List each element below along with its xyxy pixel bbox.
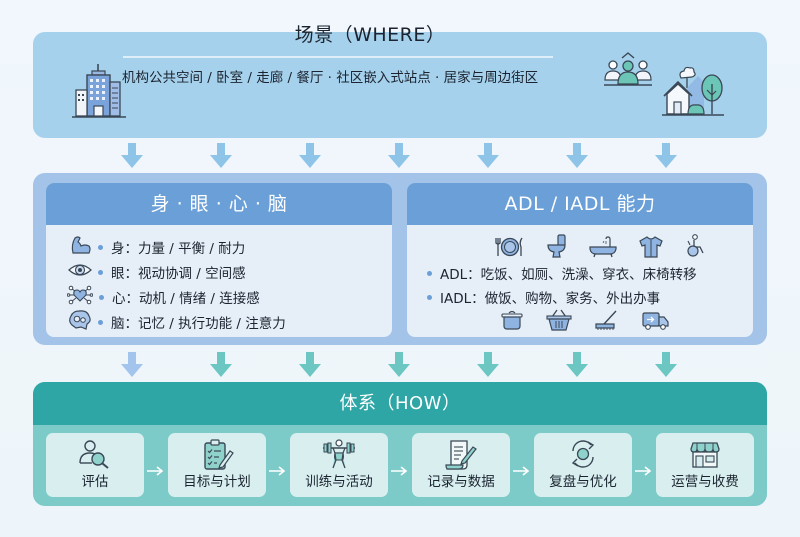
weightlifter-icon xyxy=(321,439,357,473)
network-heart-icon xyxy=(66,284,94,310)
shopping-basket-icon xyxy=(546,309,572,335)
bullet xyxy=(427,270,432,276)
cooking-pot-icon xyxy=(500,309,524,335)
down-arrow-icon xyxy=(566,352,588,378)
down-arrow-icon xyxy=(388,352,410,378)
list-item: 脑：记忆 / 执行功能 / 注意力 xyxy=(68,309,286,335)
down-arrow-icon xyxy=(388,143,410,169)
list-item: 心：动机 / 情绪 / 连接感 xyxy=(66,284,260,310)
right-arrow-icon xyxy=(391,461,409,476)
adl-list-item: ADL：吃饭、如厕、洗澡、穿衣、床椅转移 xyxy=(421,263,697,283)
dining-plate-icon xyxy=(495,236,525,262)
broom-icon xyxy=(594,309,620,335)
item-label: 心：动机 / 情绪 / 连接感 xyxy=(112,291,260,307)
where-divider xyxy=(123,56,553,58)
bullet xyxy=(98,319,103,325)
card-title: 身 · 眼 · 心 · 脑 xyxy=(46,183,392,225)
right-arrow-icon xyxy=(513,461,531,476)
down-arrow-icon xyxy=(299,352,321,378)
muscle-arm-icon xyxy=(70,235,92,259)
adl-iadl-card: ADL / IADL 能力 ADL：吃饭、如厕、洗澡、穿衣、床椅转移 IADL：… xyxy=(407,183,753,337)
step-training-activity[interactable]: 训练与活动 xyxy=(290,433,388,497)
storefront-icon xyxy=(689,439,721,473)
card-title: ADL / IADL 能力 xyxy=(407,183,753,225)
document-record-icon xyxy=(444,439,478,475)
item-label: 眼：视动协调 / 空间感 xyxy=(111,266,246,282)
step-label: 目标与计划 xyxy=(183,474,251,490)
clipboard-plan-icon xyxy=(200,439,234,475)
down-arrow-icon xyxy=(655,143,677,169)
down-arrow-icon xyxy=(121,352,143,378)
down-arrow-icon xyxy=(210,143,232,169)
shirt-icon xyxy=(639,236,663,262)
down-arrow-icon xyxy=(299,143,321,169)
down-arrow-icon xyxy=(210,352,232,378)
step-label: 训练与活动 xyxy=(305,474,373,490)
refresh-cycle-icon xyxy=(567,439,599,473)
step-label: 复盘与优化 xyxy=(549,474,617,490)
down-arrow-icon xyxy=(566,143,588,169)
brain-gears-icon xyxy=(68,309,92,335)
delivery-truck-icon xyxy=(642,311,670,335)
down-arrow-icon xyxy=(655,352,677,378)
office-building-icon xyxy=(72,62,126,124)
step-label: 评估 xyxy=(81,474,109,490)
list-item: 眼：视动协调 / 空间感 xyxy=(68,260,246,284)
down-arrow-icon xyxy=(477,143,499,169)
down-arrow-icon xyxy=(477,352,499,378)
step-goal-plan[interactable]: 目标与计划 xyxy=(168,433,266,497)
home-with-trees-icon xyxy=(660,64,726,124)
bullet xyxy=(427,294,432,300)
body-eye-heart-brain-card: 身 · 眼 · 心 · 脑 身：力量 / 平衡 / 耐力 眼：视动协调 / 空间… xyxy=(46,183,392,337)
item-label: 身：力量 / 平衡 / 耐力 xyxy=(111,241,246,257)
down-arrow-icon xyxy=(121,143,143,169)
eye-icon xyxy=(68,260,92,284)
where-title: 场景（WHERE） xyxy=(294,24,446,46)
bullet xyxy=(99,294,104,300)
how-title: 体系（HOW） xyxy=(33,382,767,425)
bathtub-icon xyxy=(589,236,617,262)
person-search-icon xyxy=(78,439,112,473)
adl-label: ADL：吃饭、如厕、洗澡、穿衣、床椅转移 xyxy=(440,267,697,283)
step-operations-billing[interactable]: 运营与收费 xyxy=(656,433,754,497)
toilet-icon xyxy=(547,234,567,262)
where-subtitle: 机构公共空间 / 卧室 / 走廊 / 餐厅 · 社区嵌入式站点 · 居家与周边街… xyxy=(122,70,539,86)
right-arrow-icon xyxy=(635,461,653,476)
community-people-icon xyxy=(603,50,653,94)
iadl-list-item: IADL：做饭、购物、家务、外出办事 xyxy=(421,287,660,307)
item-label: 脑：记忆 / 执行功能 / 注意力 xyxy=(111,316,286,332)
bullet xyxy=(98,244,103,250)
adl-icon-row xyxy=(495,234,707,262)
iadl-icon-row xyxy=(500,309,670,335)
list-item: 身：力量 / 平衡 / 耐力 xyxy=(70,235,245,259)
iadl-label: IADL：做饭、购物、家务、外出办事 xyxy=(440,291,661,307)
step-assessment[interactable]: 评估 xyxy=(46,433,144,497)
step-record-data[interactable]: 记录与数据 xyxy=(412,433,510,497)
right-arrow-icon xyxy=(147,461,165,476)
step-label: 运营与收费 xyxy=(671,474,739,490)
step-label: 记录与数据 xyxy=(427,474,495,490)
wheelchair-icon xyxy=(685,234,707,262)
bullet xyxy=(98,269,103,275)
right-arrow-icon xyxy=(269,461,287,476)
step-review-optimize[interactable]: 复盘与优化 xyxy=(534,433,632,497)
